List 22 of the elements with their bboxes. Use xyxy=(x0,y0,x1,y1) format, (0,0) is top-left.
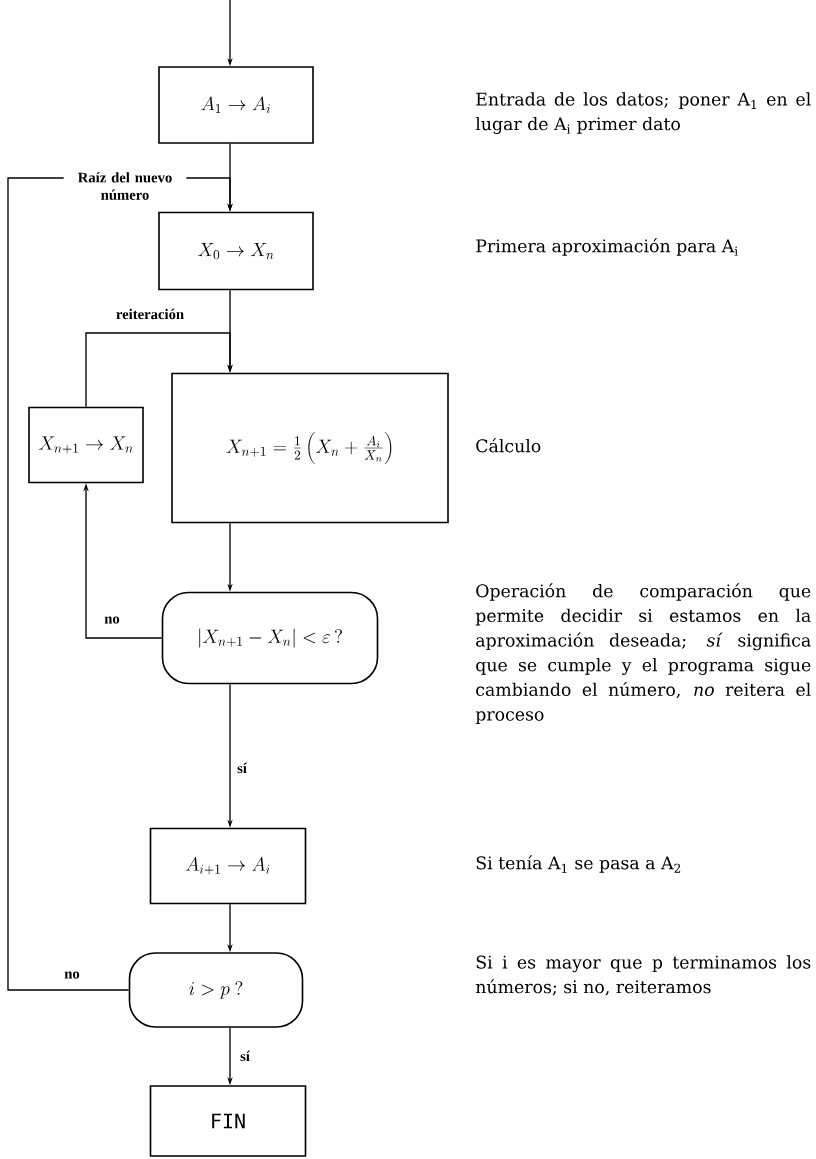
decision-box: $\left|X_{n+1} - X_n\right| < \varepsilon\,?$ xyxy=(161,591,379,685)
loop-label: Raíz del nuevo número xyxy=(63,170,187,202)
process-box: $X_{n+1} = \frac{1}{2}\left(X_n + \frac{A_i}{X_n}\right)$ xyxy=(171,372,449,524)
description-text: Si i es mayor que p terminamos los números; si no, reiteramos xyxy=(475,955,811,996)
edge-label: no xyxy=(102,615,122,625)
arrow xyxy=(85,332,233,408)
decision-box: $i > p\ ?$ xyxy=(128,952,304,1028)
description-text: Operación de comparación que permite decidir si estamos en la aproximación deseada; sí significa que se cumple y el programa sigue cambiando el número, no reitera el proceso xyxy=(475,583,811,725)
description-text: Entrada de los datos; poner A$_{1}$ en el lugar de A$_{i}$ primer dato xyxy=(475,92,811,134)
process-box: $A_{i+1} \rightarrow A_i$ xyxy=(149,827,307,905)
edge-label: no xyxy=(62,970,82,980)
process-box: $X_{n+1} \rightarrow X_n$ xyxy=(28,406,144,484)
arrow xyxy=(7,177,233,991)
edge-label: sí xyxy=(238,1049,252,1063)
process-box: $X_0 \rightarrow X_n$ xyxy=(158,211,314,291)
description-text: Si tenía A$_{1}$ se pasa a A$_{2}$ xyxy=(476,855,681,873)
process-box: $A_1 \rightarrow A_i$ xyxy=(158,66,314,144)
process-box: FIN xyxy=(149,1085,307,1157)
description-text: Cálculo xyxy=(476,438,541,453)
edge-label: reiteración xyxy=(114,307,186,321)
description-text: Primera aproximación para A$_{i}$ xyxy=(476,238,738,256)
edge-label: sí xyxy=(235,761,249,775)
